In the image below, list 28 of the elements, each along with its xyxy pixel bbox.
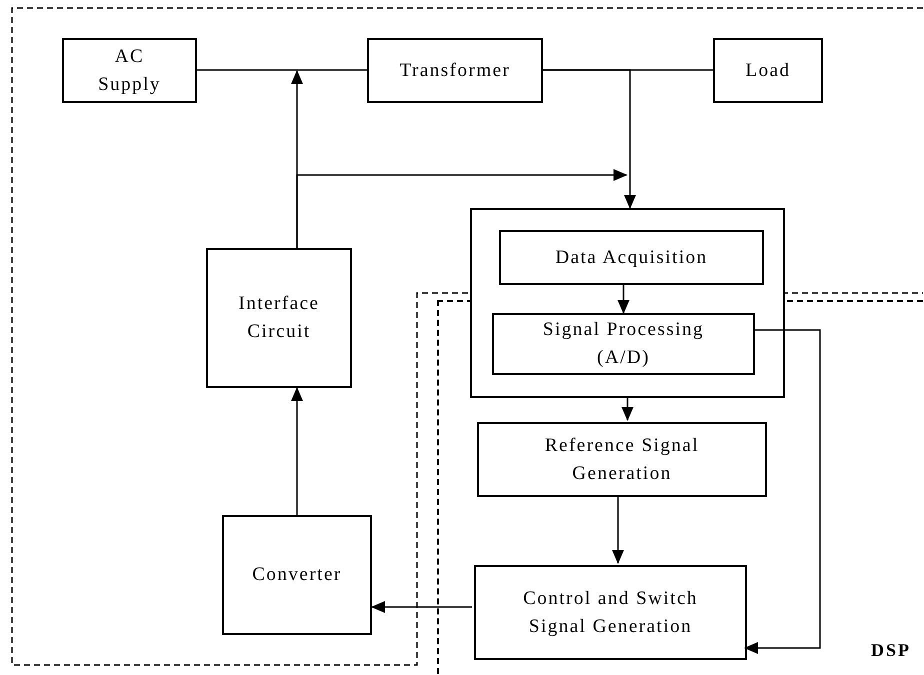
process-box (713, 38, 823, 103)
arrow (543, 69, 636, 209)
process-box (62, 38, 197, 103)
box-label: AC Supply (97, 44, 162, 96)
arrow (371, 601, 472, 613)
arrow (291, 387, 303, 515)
box-label: Transformer (400, 58, 510, 82)
process-box (477, 422, 767, 497)
box-label: Load (745, 58, 791, 82)
region-label: DSP (870, 639, 911, 662)
process-box (492, 313, 755, 375)
box-label: Data Acquisition (555, 246, 708, 270)
box-label: Converter (252, 563, 342, 587)
process-box (222, 515, 372, 635)
arrow (296, 169, 628, 248)
arrow (618, 283, 630, 314)
dsp-region (437, 300, 923, 674)
arrow (622, 398, 634, 421)
process-box (367, 38, 543, 103)
process-box (499, 230, 764, 285)
box-label: Signal Processing (A/D) (542, 318, 706, 370)
box-label: Interface Circuit (238, 292, 320, 344)
box-label: Reference Signal Generation (544, 434, 700, 486)
arrow (744, 329, 821, 654)
process-box (206, 248, 352, 388)
box-label: Control and Switch Signal Generation (522, 586, 699, 638)
arrow (612, 495, 624, 564)
process-box (474, 565, 747, 660)
